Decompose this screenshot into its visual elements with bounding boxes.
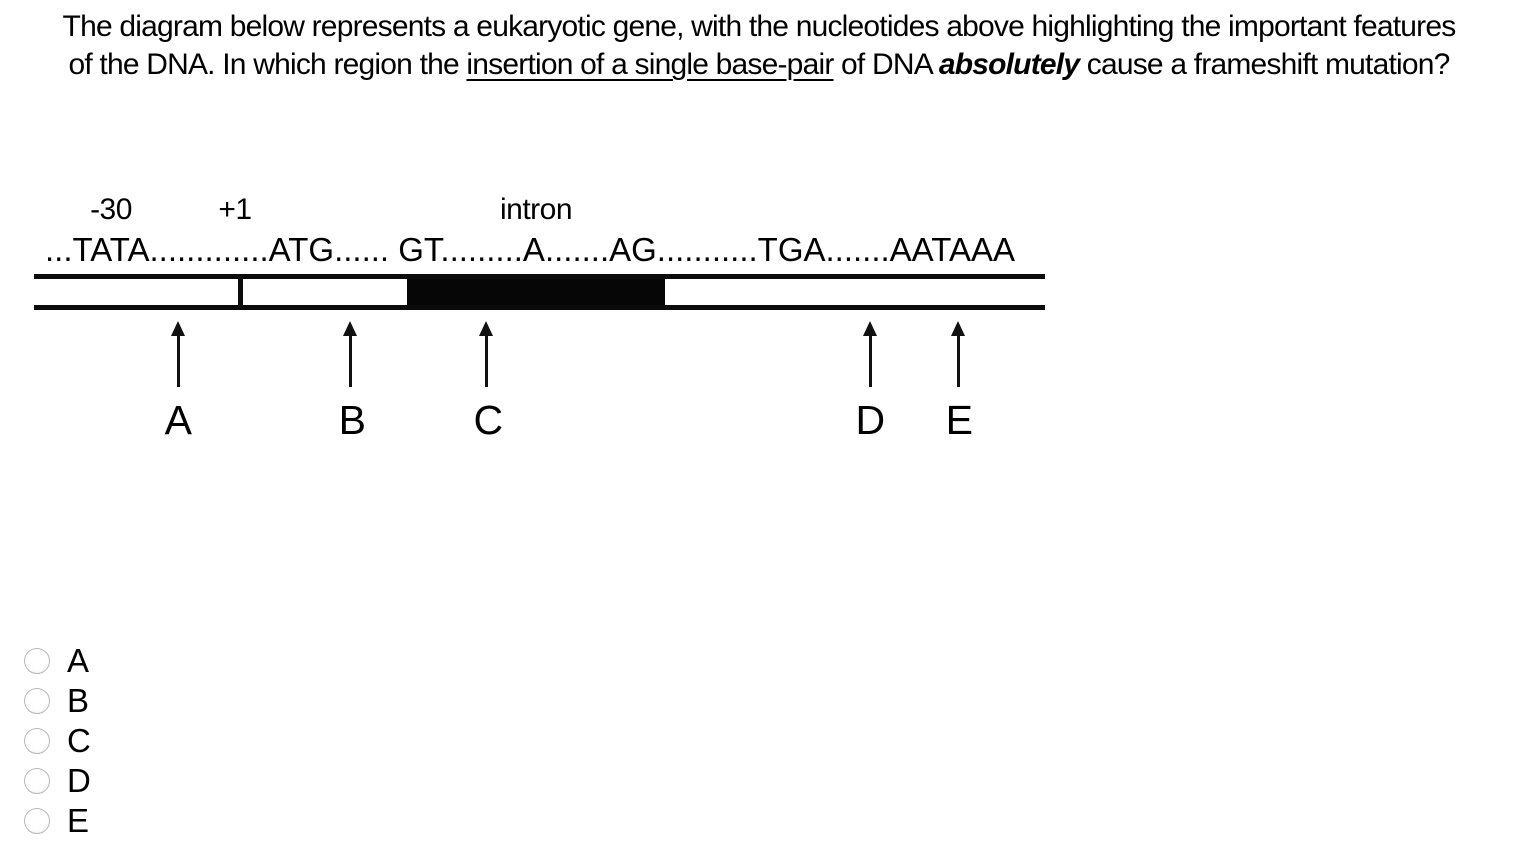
region-label-c: C bbox=[473, 397, 503, 443]
tata-position-label: -30 bbox=[90, 193, 132, 226]
arrow-up-icon bbox=[478, 321, 493, 387]
option-e-radio[interactable] bbox=[24, 808, 50, 834]
dna-sequence-text: ...TATA.............ATG...... GT........… bbox=[45, 231, 1015, 268]
option-e-label: E bbox=[67, 802, 90, 839]
arrow-up-icon bbox=[950, 321, 965, 387]
region-label-d: D bbox=[855, 397, 885, 443]
question-line-1: The diagram below represents a eukaryoti… bbox=[62, 10, 1457, 43]
question-line-2-mid: of DNA bbox=[833, 48, 939, 81]
answer-option-a[interactable]: A bbox=[24, 642, 90, 679]
option-c-label: C bbox=[67, 722, 91, 759]
question-underlined-phrase: insertion of a single base-pair bbox=[466, 48, 834, 81]
option-b-radio[interactable] bbox=[24, 688, 50, 714]
option-a-label: A bbox=[67, 642, 90, 679]
gene-diagram: -30 +1 intron ...TATA.............ATG...… bbox=[0, 0, 1100, 460]
answer-option-e[interactable]: E bbox=[24, 802, 90, 839]
answer-option-c[interactable]: C bbox=[24, 722, 91, 759]
answer-option-b[interactable]: B bbox=[24, 682, 90, 719]
region-label-e: E bbox=[945, 397, 973, 443]
transcription-start-label: +1 bbox=[218, 193, 252, 226]
option-d-label: D bbox=[67, 762, 91, 799]
option-c-radio[interactable] bbox=[24, 728, 50, 754]
option-d-radio[interactable] bbox=[24, 768, 50, 794]
arrow-up-icon bbox=[342, 321, 357, 387]
question-emphasis-word: absolutely bbox=[938, 48, 1080, 81]
arrow-up-icon bbox=[170, 321, 185, 387]
region-label-b: B bbox=[338, 397, 366, 443]
answer-option-d[interactable]: D bbox=[24, 762, 91, 799]
intron-region-box bbox=[407, 279, 665, 305]
option-a-radio[interactable] bbox=[24, 648, 50, 674]
question-line-2-pre: of the DNA. In which region the bbox=[68, 48, 467, 81]
question-text: The diagram below represents a eukaryoti… bbox=[0, 8, 1518, 84]
option-b-label: B bbox=[67, 682, 90, 719]
region-label-a: A bbox=[164, 397, 192, 443]
intron-label: intron bbox=[499, 193, 573, 226]
question-line-2: of the DNA. In which region the insertio… bbox=[0, 46, 1518, 84]
gene-bar bbox=[34, 274, 1045, 310]
arrow-up-icon bbox=[862, 321, 877, 387]
transcription-start-divider bbox=[238, 279, 243, 305]
question-line-2-post: cause a frameshift mutation? bbox=[1079, 48, 1451, 81]
